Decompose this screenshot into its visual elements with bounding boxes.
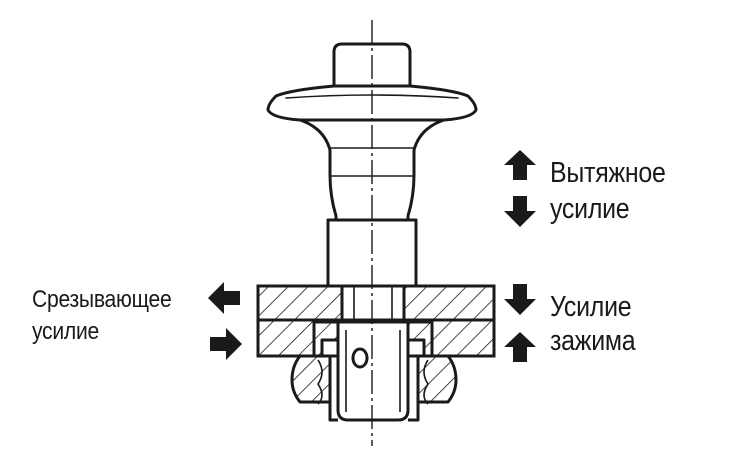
arrow-up-icon	[504, 150, 536, 180]
arrow-left-icon	[208, 282, 240, 314]
lower-plate-right	[430, 318, 496, 358]
upper-plate-right	[402, 284, 496, 322]
shear-force-label-line1: Срезывающее	[32, 286, 172, 313]
lock-nut-right	[416, 354, 458, 404]
arrow-down-icon	[504, 196, 536, 227]
upper-plate-bore	[340, 284, 406, 322]
shear-force-label-line2: усилие	[32, 318, 99, 345]
clamp-force-label-line1: Усилие	[550, 291, 632, 323]
pull-force-label-line2: усилие	[550, 193, 630, 225]
lock-nut-left	[290, 354, 332, 404]
cross-hole	[351, 347, 369, 369]
plunger-pin	[336, 320, 410, 422]
arrow-down-icon	[504, 284, 536, 315]
lower-plate-left	[256, 318, 316, 358]
arrow-right-icon	[210, 328, 242, 360]
upper-plate-left	[256, 284, 344, 322]
knob-neck	[298, 118, 338, 222]
pull-force-label-line1: Вытяжное	[550, 157, 666, 189]
clamp-force-label-line2: зажима	[550, 325, 636, 357]
arrow-up-icon	[504, 332, 536, 362]
